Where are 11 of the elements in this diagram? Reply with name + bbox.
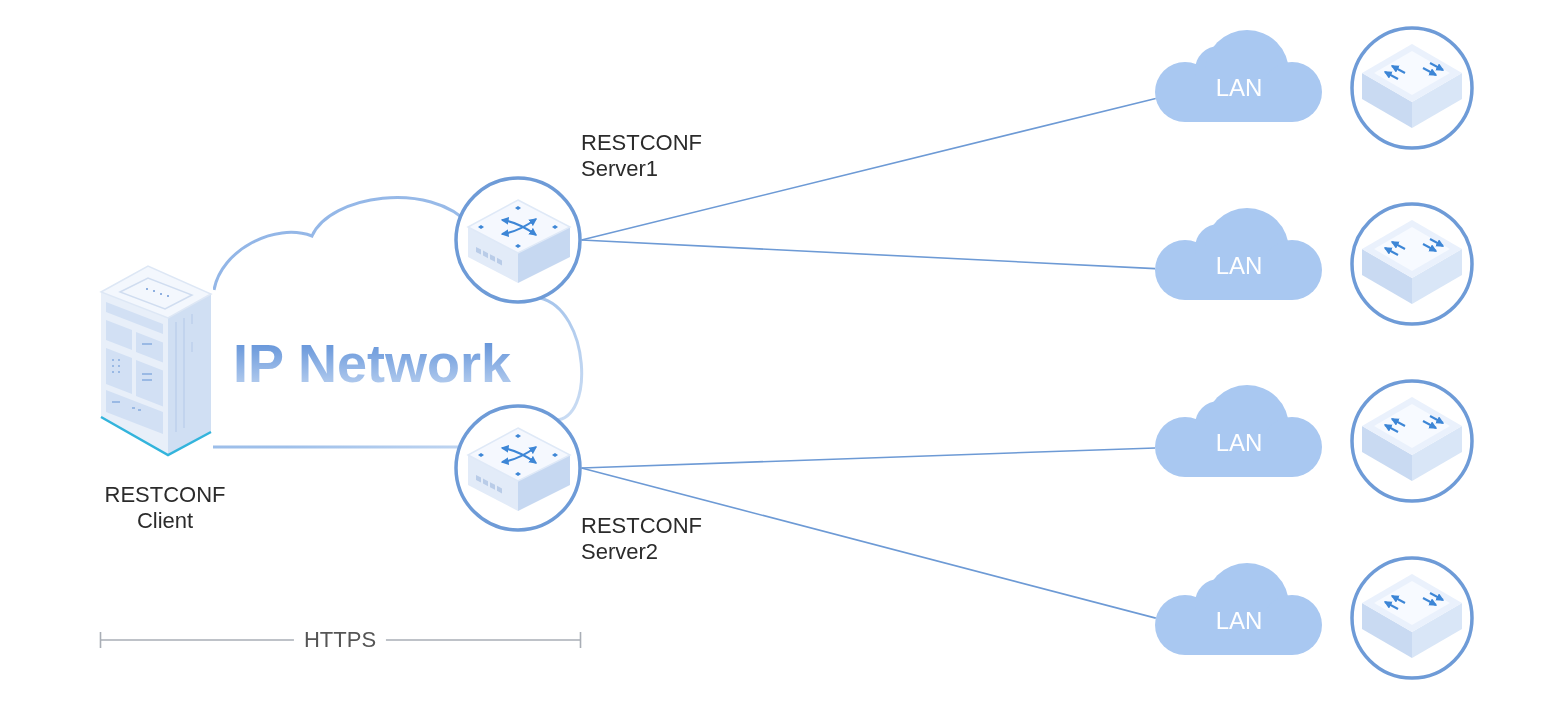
- node-label: RESTCONF Client: [103, 482, 227, 534]
- cloud-label: LAN: [1215, 429, 1263, 457]
- switch-icon: [1350, 379, 1474, 503]
- node-label: RESTCONF Server2: [581, 513, 703, 565]
- switch-icon: [1350, 26, 1474, 150]
- node-label: RESTCONF Server1: [581, 130, 703, 182]
- cloud-label: LAN: [1215, 252, 1263, 280]
- switch-icon: [1350, 556, 1474, 680]
- switch-icon: [1350, 202, 1474, 326]
- cloud-label: LAN: [1215, 74, 1263, 102]
- cloud-label: LAN: [1215, 607, 1263, 635]
